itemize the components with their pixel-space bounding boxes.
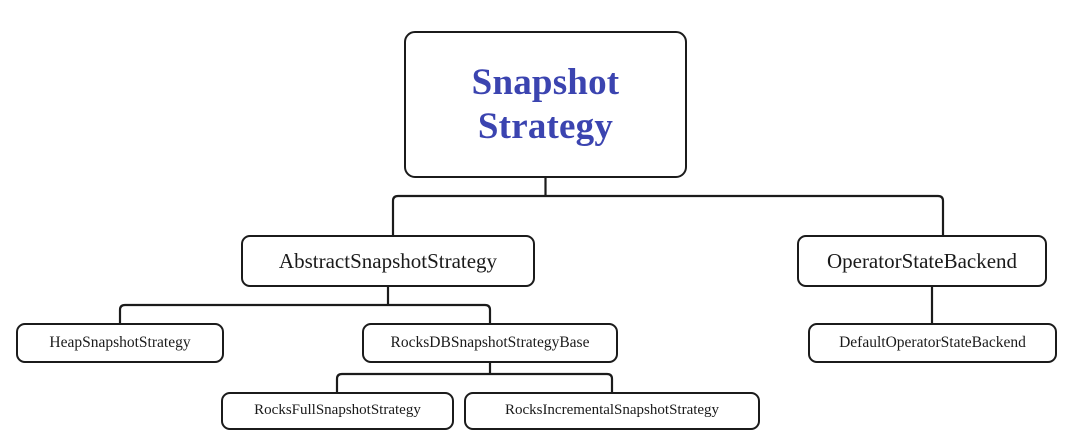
node-snapshot-strategy[interactable]: Snapshot Strategy: [404, 31, 687, 178]
node-rocks-full-snapshot-strategy[interactable]: RocksFullSnapshotStrategy: [221, 392, 454, 430]
node-operator-state-backend-label: OperatorStateBackend: [826, 248, 1018, 273]
node-rocks-incremental-snapshot-strategy-label: RocksIncrementalSnapshotStrategy: [504, 402, 720, 419]
node-rocks-full-snapshot-strategy-label: RocksFullSnapshotStrategy: [254, 402, 421, 419]
node-snapshot-strategy-label: Snapshot Strategy: [471, 61, 620, 147]
node-heap-snapshot-strategy[interactable]: HeapSnapshotStrategy: [16, 323, 224, 363]
node-abstract-snapshot-strategy-label: AbstractSnapshotStrategy: [278, 248, 498, 273]
node-default-operator-state-backend-label: DefaultOperatorStateBackend: [839, 333, 1026, 351]
node-abstract-snapshot-strategy[interactable]: AbstractSnapshotStrategy: [241, 235, 535, 287]
edge-bus-rocksdbbase: [335, 372, 614, 392]
node-rocksdb-snapshot-strategy-base[interactable]: RocksDBSnapshotStrategyBase: [362, 323, 618, 363]
node-default-operator-state-backend[interactable]: DefaultOperatorStateBackend: [808, 323, 1057, 363]
edge-bus-root: [391, 194, 945, 235]
node-heap-snapshot-strategy-label: HeapSnapshotStrategy: [49, 333, 191, 351]
node-rocksdb-snapshot-strategy-base-label: RocksDBSnapshotStrategyBase: [390, 333, 590, 351]
edge-bus-abstract: [118, 303, 492, 323]
node-operator-state-backend[interactable]: OperatorStateBackend: [797, 235, 1047, 287]
node-rocks-incremental-snapshot-strategy[interactable]: RocksIncrementalSnapshotStrategy: [464, 392, 760, 430]
